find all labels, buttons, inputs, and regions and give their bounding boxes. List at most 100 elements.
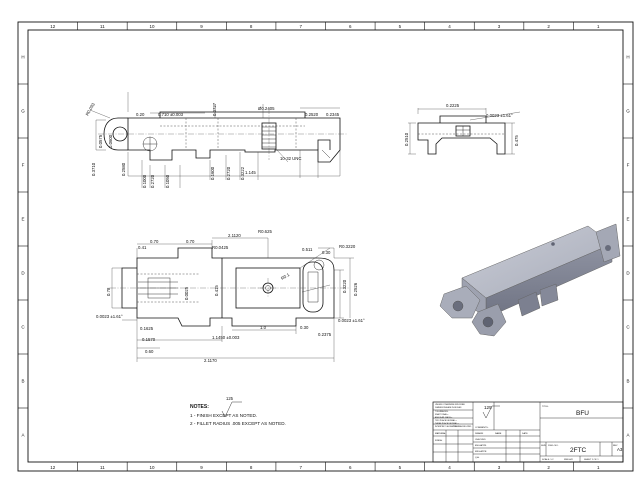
front-view	[110, 237, 354, 362]
tb-label: ANGULAR: MACH ±	[435, 416, 452, 419]
zone-label: E	[626, 217, 629, 222]
tb-label: SCALE: 1:2	[542, 458, 554, 461]
zone-label: G	[21, 109, 25, 114]
zone-label: 2	[547, 465, 550, 470]
dim-label: 0.2225	[446, 103, 460, 108]
zone-label: 5	[399, 24, 402, 29]
zone-label: H	[21, 55, 24, 60]
tb-label: SIZE	[541, 445, 546, 447]
zone-label: 9	[200, 465, 203, 470]
tb-label: REV	[613, 445, 618, 447]
dim-label: 0.70	[150, 239, 159, 244]
title-block-text: 125 BFU 2FTC A3 UNLESS OTHERWISE SPECIFI…	[435, 404, 623, 461]
zone-label: B	[626, 379, 629, 384]
tb-label: TITLE:	[542, 406, 549, 408]
tb-label: CHECKED	[475, 439, 486, 441]
dim-label: 0.3710	[91, 162, 96, 176]
zone-label: 4	[448, 465, 451, 470]
dim-label: 0.2720	[150, 174, 155, 188]
tb-label: INTERPRET GEOMETRIC	[435, 426, 458, 428]
zone-label: F	[627, 163, 630, 168]
zone-label: D	[21, 271, 25, 276]
zone-label: B	[21, 379, 24, 384]
dim-label: 0.1600	[210, 166, 215, 180]
tb-label: TOLERANCING PER:	[453, 425, 472, 428]
dim-label: 0.0023 ±1.61°	[96, 314, 123, 319]
dim-label: 10-32 UNC	[280, 156, 302, 161]
zone-label: 7	[299, 465, 302, 470]
zone-label: 10	[149, 24, 155, 29]
isometric-view	[439, 223, 621, 337]
zone-label: 4	[448, 24, 451, 29]
zone-label: D	[626, 271, 630, 276]
zone-label: C	[626, 325, 630, 330]
dim-label: 0.710 ±0.003	[158, 112, 184, 117]
zone-label: A	[21, 433, 24, 438]
dim-label: 0.30	[322, 250, 331, 255]
zone-label: 1	[597, 24, 600, 29]
dim-label: 2.1120	[228, 233, 241, 238]
zone-label: 8	[250, 465, 253, 470]
tb-label: Q.A.	[475, 456, 480, 459]
tb-label: ENG APPR.	[475, 444, 487, 447]
dim-label: 0.0727	[212, 102, 217, 116]
zone-label: A	[626, 433, 629, 438]
zone-label: 12	[50, 465, 56, 470]
tb-label: DIMENSIONS ARE IN INCHES	[435, 406, 462, 409]
dim-label: 0.0600	[108, 134, 113, 148]
dim-label: 0.41	[138, 245, 147, 250]
zone-label: 8	[250, 24, 253, 29]
dim-label: 0.30	[300, 325, 309, 330]
inner-frame	[27, 29, 624, 463]
dim-label: 0.78	[106, 287, 111, 296]
tb-label: UNLESS OTHERWISE SPECIFIED	[435, 404, 466, 406]
dim-label: 2.1170	[204, 358, 217, 363]
dim-label: R0.3220	[339, 244, 356, 249]
zone-label: 3	[498, 465, 501, 470]
dim-label: R0.625	[258, 229, 272, 234]
zone-label: 12	[50, 24, 56, 29]
dim-label: 0.1000	[142, 174, 147, 188]
side-view-dims: 0.2225 0.0023 ±1.61° 0.2510 0.475	[404, 103, 519, 146]
tb-label: FRACTIONAL ±	[435, 413, 448, 416]
tb-part-name: BFU	[576, 410, 589, 417]
dim-label: 0.2520	[305, 112, 319, 117]
zone-label: 9	[200, 24, 203, 29]
tb-label: FINISH	[435, 440, 443, 442]
tb-label: WEIGHT:	[564, 459, 574, 461]
dim-label: 0.2375	[318, 332, 332, 337]
zone-label: 1	[597, 465, 600, 470]
dim-label: 0.2526	[353, 282, 358, 296]
dim-label: 1.0	[260, 325, 267, 330]
dim-label: 0.60	[145, 349, 154, 354]
tb-label: TOLERANCES:	[435, 410, 449, 413]
notes: NOTES: 125 1 - FINISH EXCEPT AS NOTED. 2…	[190, 396, 286, 426]
tb-label: TWO PLACE DECIMAL ±	[435, 419, 457, 422]
zone-label: 6	[349, 465, 352, 470]
tb-label: COMMENTS:	[475, 427, 489, 429]
dim-label: 0.511	[302, 247, 313, 252]
zone-label: 2	[547, 24, 550, 29]
tb-label: THREE PLACE DECIMAL ±	[435, 422, 459, 425]
zone-label: G	[626, 109, 630, 114]
dim-label: 0.415	[214, 285, 219, 296]
zone-label: 6	[349, 24, 352, 29]
tb-label: DRAWN	[475, 432, 484, 435]
top-view	[89, 92, 348, 188]
notes-heading: NOTES:	[190, 404, 209, 410]
top-view-dims: 0.20 0.710 ±0.003 0.0727 Ø0.2405 0.2520 …	[85, 101, 340, 188]
zone-label: 11	[100, 465, 105, 470]
dim-label: 0.1050	[165, 174, 170, 188]
tb-label: DATE	[522, 432, 528, 435]
dim-label: 0.475	[514, 135, 519, 146]
zone-label: 11	[100, 24, 105, 29]
dim-label: 0.0575	[98, 134, 103, 148]
dim-label: 0.2510	[404, 132, 409, 146]
zone-ticks	[18, 22, 633, 471]
dim-label: 0.2720	[226, 166, 231, 180]
dim-label: 0.20	[136, 112, 145, 117]
dim-label: 0.0025	[184, 286, 189, 300]
title-block	[432, 401, 624, 463]
